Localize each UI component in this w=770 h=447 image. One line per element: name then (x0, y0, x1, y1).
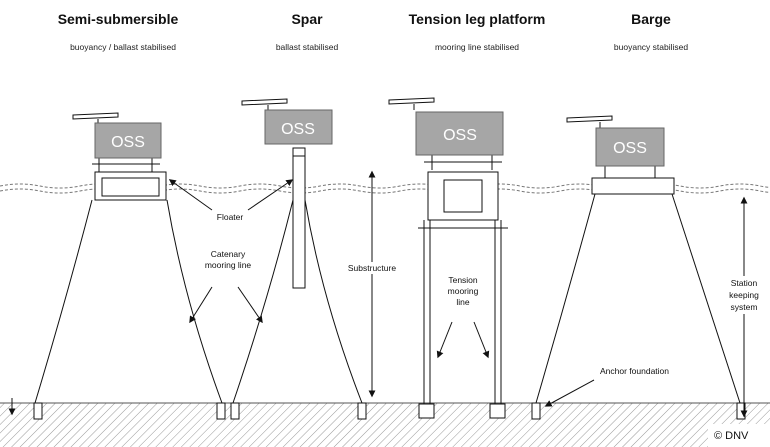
oss-label-spar: OSS (281, 121, 315, 138)
barge-platform (535, 115, 741, 404)
label-floater: Floater (217, 212, 244, 222)
oss-label-semi-submersible: OSS (111, 134, 145, 151)
anchor-semi-left (33, 402, 43, 420)
arrow-anchor-foundation (544, 379, 595, 407)
anchor-barge-left (531, 402, 541, 420)
title-tension-leg-platform: Tension leg platform (409, 11, 546, 27)
label-substructure: Substructure (348, 263, 396, 273)
arrow-floater-spar (247, 179, 294, 211)
arrow-catenary-left (189, 286, 213, 324)
arrow-floater-semi (168, 179, 213, 211)
anchor-semi-right (216, 402, 226, 420)
subtitle-semi-submersible: buoyancy / ballast stabilised (70, 42, 176, 52)
arrow-tension-right (473, 321, 490, 359)
anchor-tlp-left (418, 403, 435, 419)
title-semi-submersible: Semi-submersible (58, 11, 179, 27)
anchor-spar-right (357, 402, 367, 420)
anchor-spar-left (230, 402, 240, 420)
label-tension-line3: line (456, 297, 470, 307)
oss-box-barge (595, 127, 665, 167)
spar-platform (232, 98, 363, 404)
label-tension-line2: mooring (448, 286, 479, 296)
substructure-label-bg (344, 262, 400, 274)
station-label-bg (720, 276, 768, 314)
semi-submersible-platform (34, 112, 223, 404)
oss-box-tension-leg-platform (415, 111, 504, 156)
oss-box-semi-submersible (94, 122, 162, 159)
title-spar: Spar (291, 11, 323, 27)
arrow-catenary-right (237, 286, 263, 324)
title-barge: Barge (631, 11, 671, 27)
oss-label-barge: OSS (613, 140, 647, 157)
oss-box-spar (264, 109, 333, 145)
label-catenary-line1: Catenary (211, 249, 246, 259)
subtitle-barge: buoyancy stabilised (614, 42, 688, 52)
subtitle-spar: ballast stabilised (276, 42, 339, 52)
arrow-tension-left (436, 321, 453, 359)
label-catenary-line2: mooring line (205, 260, 252, 270)
label-station-line1: Station (731, 278, 758, 288)
oss-label-tension-leg-platform: OSS (443, 127, 477, 144)
label-tension-line1: Tension (448, 275, 478, 285)
label-station-line2: keeping (729, 290, 759, 300)
label-station-line3: system (731, 302, 758, 312)
copyright-text: © DNV (714, 430, 749, 442)
copyright-bg (708, 424, 770, 447)
seabed (0, 402, 770, 447)
subtitle-tension-leg-platform: mooring line stabilised (435, 42, 519, 52)
anchor-tlp-right (489, 403, 506, 419)
tension-leg-platform (388, 97, 508, 405)
label-anchor-foundation: Anchor foundation (600, 366, 669, 376)
